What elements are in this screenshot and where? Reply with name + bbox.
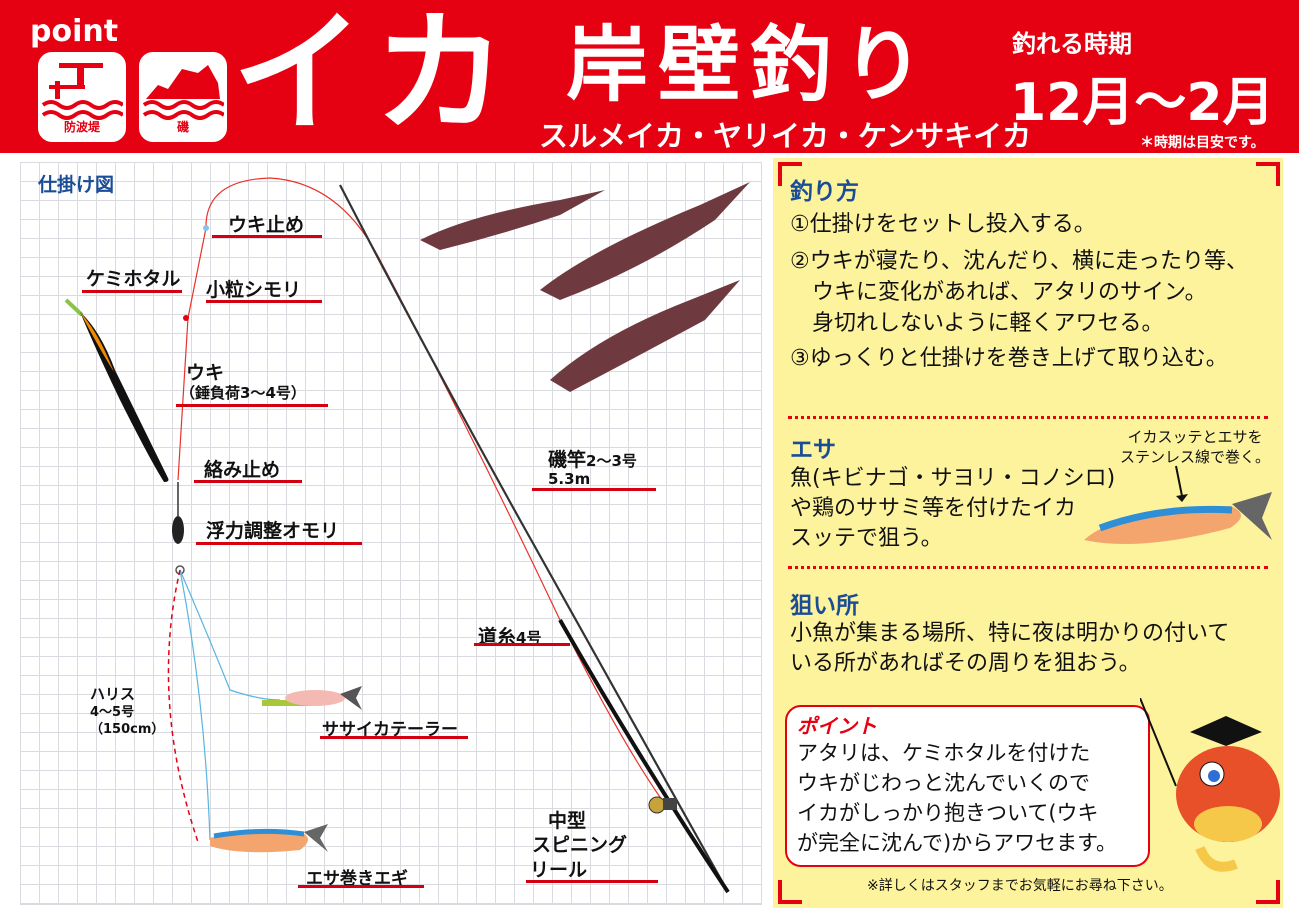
method-step: ②ウキが寝たり、沈んだり、横に走ったり等、 bbox=[790, 249, 1248, 274]
fish-mascot-icon bbox=[1140, 698, 1280, 872]
rod-icon bbox=[339, 184, 729, 893]
michiito-size: 4号 bbox=[516, 629, 542, 647]
squid-illustration bbox=[420, 182, 750, 392]
section-divider bbox=[788, 566, 1268, 569]
spot-title: 狙い所 bbox=[790, 593, 859, 619]
breakwater-icon bbox=[41, 63, 125, 120]
label-underline bbox=[474, 643, 570, 646]
method-step: ③ゆっくりと仕掛けを巻き上げて取り込む。 bbox=[790, 346, 1228, 371]
label-uki-dome: ウキ止め bbox=[228, 214, 305, 236]
point-body: アタリは、ケミホタルを付けた ウキがじわっと沈んでいくので イカがしっかり抱きつ… bbox=[797, 738, 1117, 858]
method-step: 身切れしないように軽くアワセる。 bbox=[790, 311, 1164, 336]
label-shimori: 小粒シモリ bbox=[206, 279, 302, 301]
label-reel-2: スピニング bbox=[532, 834, 628, 856]
label-harisu-length: （150cm） bbox=[90, 722, 165, 737]
bait-note: イカスッテとエサをステンレス線で巻く。 bbox=[1110, 427, 1280, 467]
sub-title: 岸壁釣り bbox=[566, 18, 935, 113]
panel-corner bbox=[778, 880, 802, 904]
point-line: が完全に沈んで)からアワセます。 bbox=[797, 831, 1118, 855]
season-note: ＊時期は目安です。 bbox=[1140, 135, 1265, 151]
label-underline bbox=[206, 300, 322, 303]
bait-line: 魚(キビナゴ・サヨリ・コノシロ) bbox=[790, 466, 1116, 491]
label-karami: 絡み止め bbox=[204, 459, 281, 481]
label-omori: 浮力調整オモリ bbox=[206, 520, 340, 542]
point-title: ポイント bbox=[797, 714, 877, 738]
squid-jig-icon bbox=[1084, 465, 1272, 544]
label-underline bbox=[196, 542, 362, 545]
spot-line: いる所があればその周りを狙おう。 bbox=[790, 651, 1141, 676]
panel-corner bbox=[1256, 880, 1280, 904]
label-harisu-size: 4～5号 bbox=[90, 705, 135, 720]
main-title: イカ bbox=[232, 0, 516, 151]
label-underline bbox=[212, 235, 322, 238]
label-underline bbox=[82, 290, 182, 293]
label-uki: ウキ bbox=[186, 362, 225, 384]
label-sasai: ササイカテーラー bbox=[322, 720, 458, 740]
egi-lure-icon bbox=[210, 824, 328, 853]
uki-stopper-icon bbox=[203, 225, 209, 231]
label-harisu: ハリス bbox=[90, 685, 136, 703]
bait-note-line: イカスッテとエサを bbox=[1127, 428, 1263, 446]
rig-drawing bbox=[64, 177, 750, 894]
label-uki-note: （錘負荷3～4号） bbox=[180, 384, 306, 402]
label-reel-1: 中型 bbox=[548, 810, 587, 832]
label-rod-length: 5.3m bbox=[548, 470, 591, 488]
leader-line bbox=[179, 569, 281, 701]
label-underline bbox=[194, 480, 302, 483]
sinker-icon bbox=[172, 516, 184, 544]
point-line: アタリは、ケミホタルを付けた bbox=[797, 741, 1091, 765]
method-step: ①仕掛けをセットし投入する。 bbox=[790, 212, 1096, 237]
reel-icon bbox=[648, 796, 677, 814]
footnote: ※詳しくはスタッフまでお気軽にお尋ね下さい。 bbox=[867, 878, 1173, 894]
point-callout bbox=[785, 705, 1150, 867]
label-underline bbox=[176, 404, 328, 407]
label-reel-3: リール bbox=[530, 859, 588, 881]
michiito-name: 道糸 bbox=[478, 626, 517, 648]
season-value: 12月～2月 bbox=[1010, 73, 1275, 133]
label-underline bbox=[320, 736, 468, 739]
float-icon bbox=[64, 298, 169, 482]
bait-line: や鶏のササミ等を付けたイカ bbox=[790, 496, 1077, 521]
spot-line: 小魚が集まる場所、特に夜は明かりの付いて bbox=[790, 621, 1230, 646]
spot-breakwater: 防波堤 bbox=[38, 52, 126, 142]
panel-corner bbox=[778, 162, 802, 186]
spot-label: 磯 bbox=[176, 120, 189, 134]
spot-rocky: 磯 bbox=[139, 52, 227, 142]
main-line-lower bbox=[177, 227, 207, 481]
point-logo: point bbox=[30, 14, 119, 49]
season-label: 釣れる時期 bbox=[1012, 30, 1132, 58]
label-underline bbox=[298, 885, 424, 888]
label-underline bbox=[526, 880, 658, 883]
rocky-shore-icon bbox=[142, 65, 226, 120]
label-rod: 磯竿2～3号 bbox=[548, 445, 637, 472]
bait-title: エサ bbox=[790, 437, 836, 463]
section-divider bbox=[788, 416, 1268, 419]
label-kemihotaru: ケミホタル bbox=[86, 268, 181, 290]
spot-label: 防波堤 bbox=[63, 120, 100, 134]
bait-note-line: ステンレス線で巻く。 bbox=[1119, 448, 1270, 466]
shimori-bead-icon bbox=[183, 315, 189, 321]
rod-size: 2～3号 bbox=[586, 452, 637, 470]
method-step: ウキに変化があれば、アタリのサイン。 bbox=[790, 280, 1207, 305]
label-michiito: 道糸4号 bbox=[478, 622, 541, 649]
point-line: イカがしっかり抱きついて(ウキ bbox=[797, 801, 1099, 825]
rig-diagram-grid bbox=[20, 162, 762, 905]
diagram-title: 仕掛け図 bbox=[38, 174, 115, 196]
bait-line: スッテで狙う。 bbox=[790, 526, 943, 551]
panel-corner bbox=[1256, 162, 1280, 186]
species-list: スルメイカ・ヤリイカ・ケンサキイカ bbox=[539, 119, 1032, 153]
point-line: ウキがじわっと沈んでいくので bbox=[797, 771, 1090, 795]
label-egi: エサ巻きエギ bbox=[306, 869, 408, 889]
method-title: 釣り方 bbox=[790, 179, 859, 205]
sasai-tailer-icon bbox=[262, 686, 362, 710]
rod-name: 磯竿 bbox=[548, 449, 587, 471]
label-underline bbox=[532, 488, 656, 491]
